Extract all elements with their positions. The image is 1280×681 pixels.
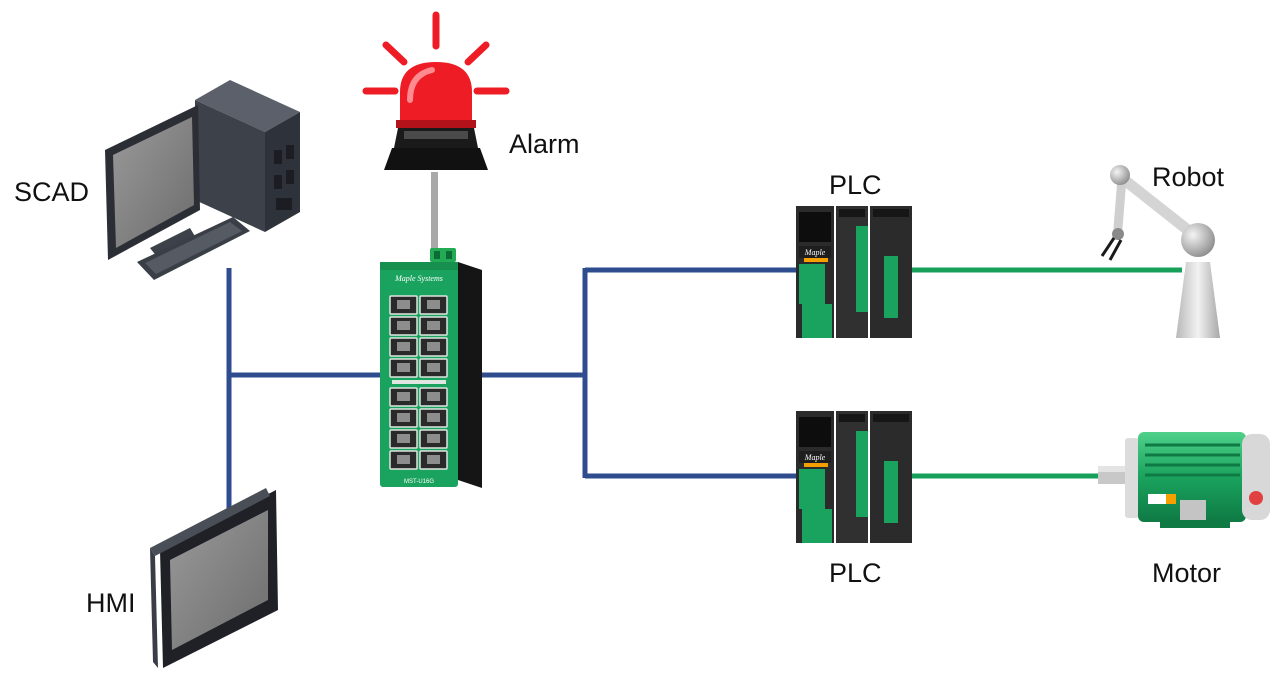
ethernet-port-slot bbox=[397, 455, 410, 464]
ethernet-port-slot bbox=[427, 321, 440, 330]
ethernet-links bbox=[226, 267, 797, 510]
alarm-label: Alarm bbox=[509, 129, 580, 159]
plc-bottom-label: PLC bbox=[829, 558, 882, 588]
plc-icon: Maple bbox=[796, 411, 912, 543]
ethernet-port-slot bbox=[397, 342, 410, 351]
ethernet-port-slot bbox=[397, 321, 410, 330]
plc-icon: Maple bbox=[796, 206, 912, 338]
ethernet-port-slot bbox=[427, 342, 440, 351]
ethernet-port-slot bbox=[427, 455, 440, 464]
plc-top-label: PLC bbox=[829, 170, 882, 200]
scad-label: SCAD bbox=[14, 177, 89, 207]
switch-model: MST-U16G bbox=[404, 479, 434, 485]
ethernet-port-slot bbox=[427, 392, 440, 401]
ethernet-port-slot bbox=[397, 413, 410, 422]
ethernet-port-slot bbox=[427, 413, 440, 422]
ethernet-port-slot bbox=[397, 392, 410, 401]
ethernet-port-slot bbox=[397, 363, 410, 372]
alarm-cable bbox=[431, 172, 438, 252]
robot-label: Robot bbox=[1152, 162, 1225, 192]
ethernet-port-slot bbox=[427, 363, 440, 372]
alarm-beacon-icon bbox=[362, 11, 510, 170]
motor-icon bbox=[1098, 432, 1270, 528]
ethernet-port-slot bbox=[397, 434, 410, 443]
hmi-label: HMI bbox=[86, 588, 136, 618]
ethernet-port-slot bbox=[397, 300, 410, 309]
motor-label: Motor bbox=[1152, 558, 1221, 588]
ethernet-port-slot bbox=[427, 434, 440, 443]
port-bank-divider bbox=[392, 380, 446, 384]
plc-brand: Maple bbox=[804, 248, 826, 257]
robot-arm-icon bbox=[1100, 165, 1220, 338]
hmi-panel-icon bbox=[150, 488, 278, 668]
switch-brand: Maple Systems bbox=[394, 274, 443, 283]
desktop-computer-icon bbox=[105, 80, 300, 280]
ethernet-port-slot bbox=[427, 300, 440, 309]
fieldbus-links bbox=[912, 267, 1182, 479]
plc-brand: Maple bbox=[804, 453, 826, 462]
switch-port-array bbox=[389, 295, 448, 470]
plc-bottom-icon: Maple bbox=[796, 411, 912, 543]
plc-top-icon: Maple bbox=[796, 206, 912, 338]
ethernet-switch-icon: Maple Systems MST-U16G bbox=[380, 248, 482, 488]
